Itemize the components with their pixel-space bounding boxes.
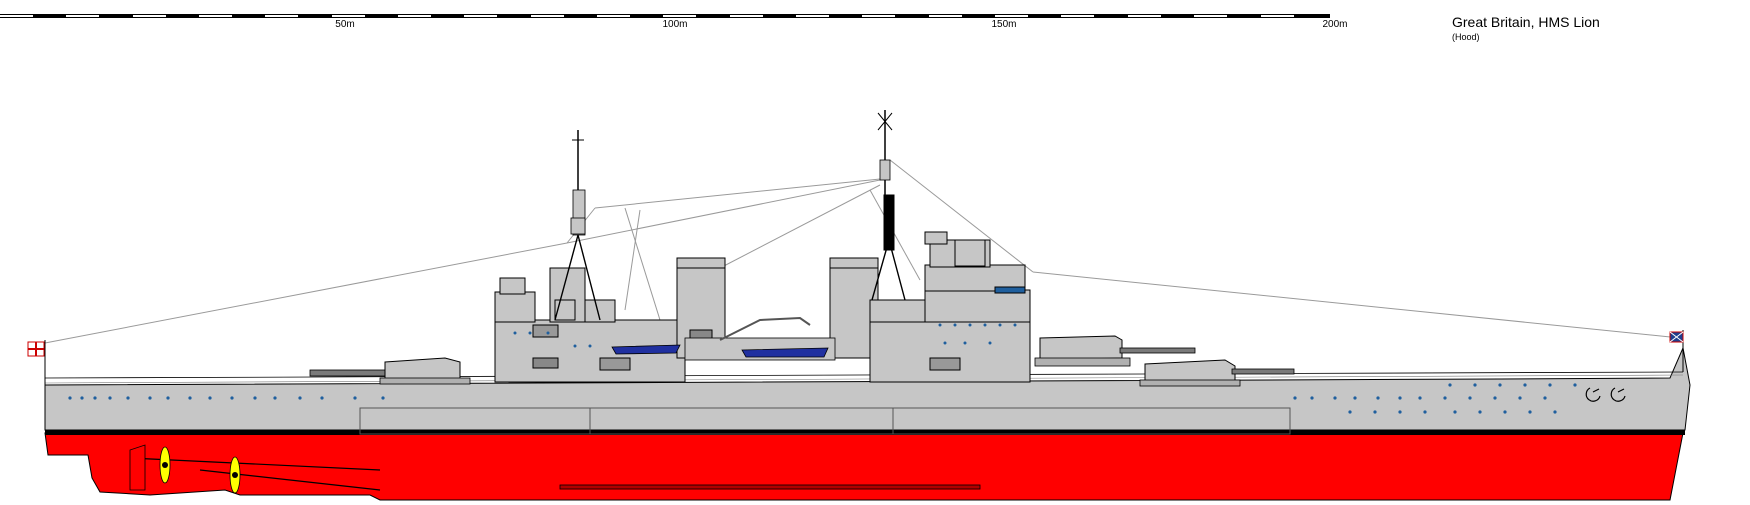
boat-deck [611,316,836,361]
ship-subtitle: (Hood) [1452,32,1480,42]
portholes [68,383,1577,414]
aft-mast [554,130,601,321]
aft-superstructure [494,267,686,383]
hull-upper [44,346,1691,431]
bilge-keel [559,484,981,490]
propeller-icon [229,456,241,494]
scale-label-50m: 50m [335,19,355,30]
forward-turret-a [1139,359,1295,387]
superstructure-windows [513,323,1017,348]
boot-topping [45,430,1685,435]
ship-title: Great Britain, HMS Lion [1452,14,1600,30]
propeller-icon [159,446,171,484]
ensign-flag-icon [27,340,46,385]
scale-bar [0,14,1330,18]
jack-flag-icon [1669,330,1684,372]
scale-label-200m: 200m [1322,19,1348,30]
armor-belt [359,407,1291,435]
forward-superstructure [869,231,1031,383]
aft-turret [309,357,471,385]
forward-mast [871,110,906,301]
anchor-icon [1585,387,1626,402]
hull-lower [44,432,1684,501]
scale-label-150m: 150m [991,19,1017,30]
deck-rail [44,374,1684,384]
forward-turret-b [1034,335,1196,367]
scale-segments [0,15,1294,17]
propulsion [129,444,381,494]
rigging [44,159,1681,344]
scale-label-100m: 100m [662,19,688,30]
